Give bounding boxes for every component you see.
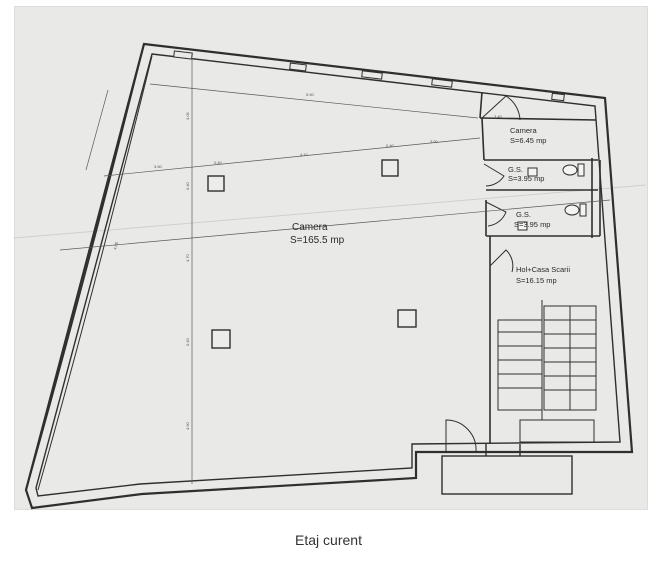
- room-main-name: Camera: [292, 222, 328, 233]
- dim-top: 5.50: [306, 92, 315, 97]
- staircase: [497, 300, 597, 443]
- toilet-fixtures: [517, 163, 587, 231]
- dim-row-b: 0.40: [214, 160, 223, 165]
- dim-left-side: 4.05: [112, 241, 119, 251]
- dim-right-small: 3.45: [494, 114, 503, 119]
- dim-vert-e: 4.90: [185, 421, 190, 430]
- room-wc2-area: S=3.95 mp: [514, 220, 550, 229]
- room-wc1-area: S=3.95 mp: [508, 174, 544, 183]
- plan-caption: Etaj curent: [295, 532, 362, 548]
- dimension-lines: [59, 58, 611, 484]
- dim-row-c: 4.10: [300, 152, 309, 157]
- doors: [445, 95, 521, 453]
- room-small-name: Camera: [510, 126, 538, 135]
- room-wc1-name: G.S.: [508, 165, 523, 174]
- dim-vert-c: 4.70: [185, 253, 190, 262]
- room-main-area: S=165.5 mp: [290, 235, 345, 246]
- dim-vert-d: 0.40: [185, 337, 190, 346]
- dim-row-d: 0.40: [386, 143, 395, 148]
- outer-wall: [24, 42, 634, 510]
- columns: [207, 159, 417, 349]
- room-stair-name: Hol+Casa Scarii: [516, 265, 570, 274]
- paper-fold-line: [13, 184, 647, 239]
- entry-landing: [441, 444, 573, 495]
- top-windows: [173, 50, 565, 102]
- facade-curve: [25, 43, 145, 491]
- dim-row-e: 3.50: [430, 139, 439, 144]
- dim-row-a: 3.50: [154, 164, 163, 169]
- dim-vert-a: 4.05: [185, 111, 190, 120]
- room-stair-area: S=16.15 mp: [516, 276, 557, 285]
- partitions: [479, 91, 601, 444]
- dim-vert-b: 0.40: [185, 181, 190, 190]
- facade-curve-inner: [37, 55, 153, 491]
- room-wc2-name: G.S.: [516, 210, 531, 219]
- room-small-area: S=6.45 mp: [510, 136, 546, 145]
- inner-wall: [35, 53, 621, 497]
